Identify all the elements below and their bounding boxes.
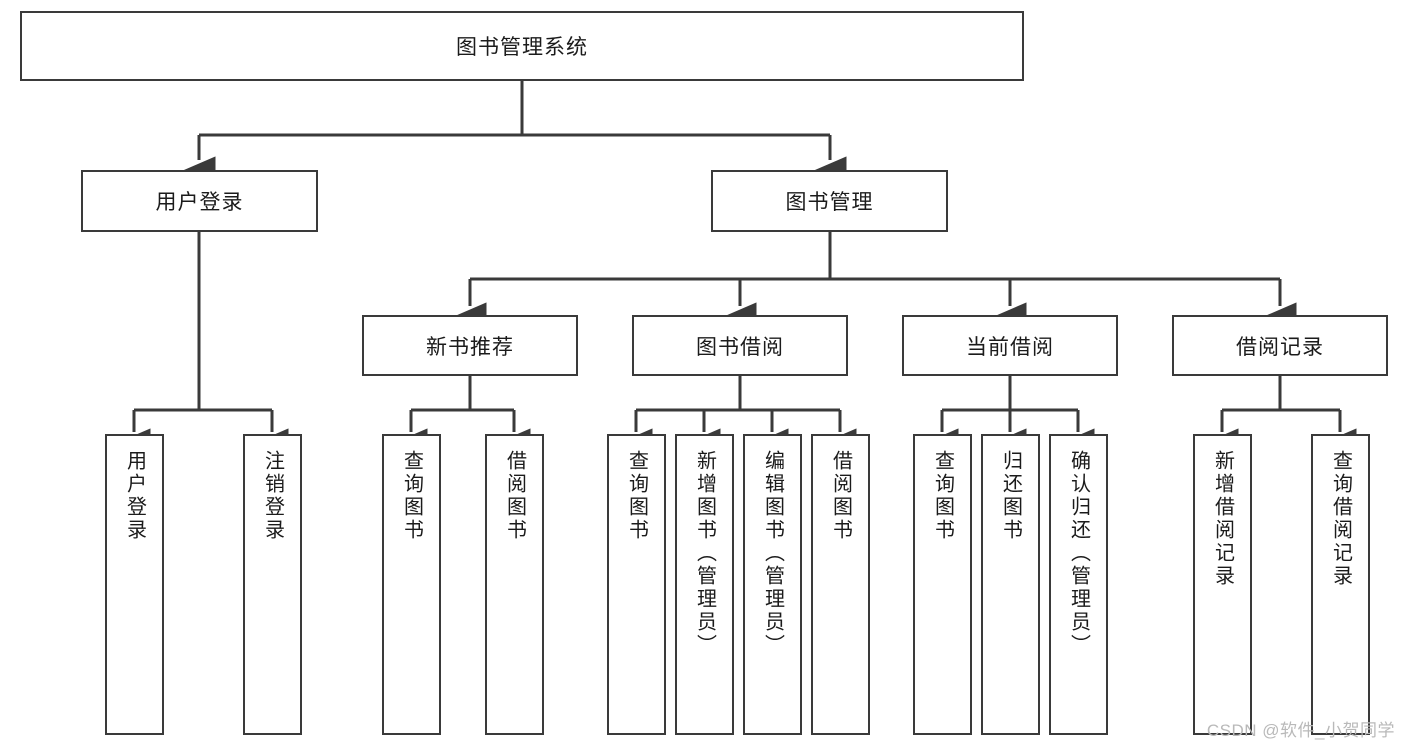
leaf-label: 编辑图书（管理员） [761,450,784,657]
leaf-borrow-borrow-book[interactable]: 借阅图书 [811,434,870,735]
node-current-borrow-label: 当前借阅 [966,335,1054,359]
leaf-user-login-login[interactable]: 用户登录 [105,434,164,735]
leaf-label: 查询图书 [931,450,954,542]
leaf-record-add-record[interactable]: 新增借阅记录 [1193,434,1252,735]
node-root-system[interactable]: 图书管理系统 [20,11,1024,81]
leaf-label: 注销登录 [261,450,284,542]
leaf-borrow-query-book[interactable]: 查询图书 [607,434,666,735]
node-user-login-label: 用户登录 [155,191,244,214]
leaf-label: 查询图书 [625,450,648,542]
leaf-label: 新增图书（管理员） [693,450,716,657]
leaf-borrow-edit-book-admin[interactable]: 编辑图书（管理员） [743,434,802,735]
node-borrow-record[interactable]: 借阅记录 [1172,315,1388,376]
node-book-management[interactable]: 图书管理 [711,170,948,232]
leaf-record-query-record[interactable]: 查询借阅记录 [1311,434,1370,735]
node-current-borrow[interactable]: 当前借阅 [902,315,1118,376]
leaf-recommend-query-book[interactable]: 查询图书 [382,434,441,735]
leaf-recommend-borrow-book[interactable]: 借阅图书 [485,434,544,735]
leaf-current-query-book[interactable]: 查询图书 [913,434,972,735]
node-root-label: 图书管理系统 [456,36,588,59]
leaf-current-return-book[interactable]: 归还图书 [981,434,1040,735]
node-book-borrow[interactable]: 图书借阅 [632,315,848,376]
leaf-label: 借阅图书 [829,450,852,542]
leaf-label: 查询图书 [400,450,423,542]
node-user-login[interactable]: 用户登录 [81,170,318,232]
leaf-user-login-logout[interactable]: 注销登录 [243,434,302,735]
node-new-book-recommend-label: 新书推荐 [426,335,514,359]
leaf-borrow-add-book-admin[interactable]: 新增图书（管理员） [675,434,734,735]
csdn-watermark: CSDN @软件_小贺同学 [1206,721,1395,740]
leaf-label: 归还图书 [999,450,1022,542]
leaf-label: 用户登录 [123,450,146,542]
leaf-label: 查询借阅记录 [1329,450,1352,588]
leaf-label: 确认归还（管理员） [1067,450,1090,657]
leaf-current-confirm-return-admin[interactable]: 确认归还（管理员） [1049,434,1108,735]
leaf-label: 新增借阅记录 [1211,450,1234,588]
node-book-management-label: 图书管理 [785,191,874,214]
leaf-label: 借阅图书 [503,450,526,542]
node-new-book-recommend[interactable]: 新书推荐 [362,315,578,376]
node-borrow-record-label: 借阅记录 [1236,335,1324,359]
node-book-borrow-label: 图书借阅 [696,335,784,359]
